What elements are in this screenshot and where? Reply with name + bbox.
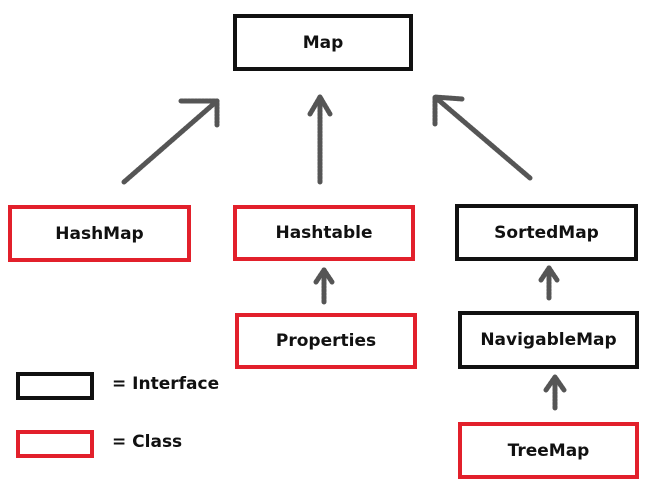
node-navigablemap: NavigableMap [458,311,639,369]
node-navigablemap-label: NavigableMap [480,330,617,350]
arrow-sortedmap-to-map [432,94,533,181]
legend-interface-swatch [16,372,94,400]
arrow-treemap-to-navigablemap [543,374,567,411]
legend-class-swatch [16,430,94,458]
node-hashmap-label: HashMap [55,223,144,244]
arrow-hashtable-to-map [307,94,333,185]
arrow-hashmap-to-map [121,98,220,185]
node-properties: Properties [235,313,417,369]
node-treemap-label: TreeMap [507,440,590,461]
node-map-label: Map [302,32,344,53]
node-properties-label: Properties [275,331,377,351]
node-sortedmap-label: SortedMap [494,222,599,243]
legend-interface-label: = Interface [112,374,220,394]
arrow-properties-to-hashtable [313,267,335,305]
node-sortedmap: SortedMap [455,204,638,261]
node-hashmap: HashMap [8,205,191,262]
node-treemap: TreeMap [458,422,639,479]
arrow-navigablemap-to-sortedmap [538,265,560,301]
legend-class-label: = Class [112,432,183,452]
node-map: Map [233,14,413,71]
node-hashtable-label: Hashtable [275,223,373,243]
node-hashtable: Hashtable [233,205,415,261]
